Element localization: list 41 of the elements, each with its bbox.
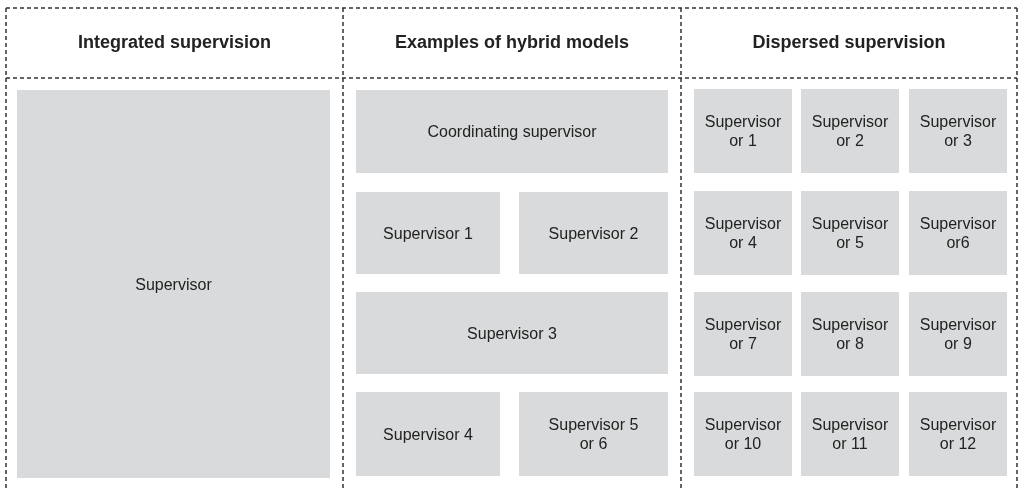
box-text: Supervisor: [135, 274, 212, 294]
supervisor-box: [17, 90, 330, 478]
box-text: Coordinating supervisor: [427, 122, 597, 141]
box-text: Supervisor or6: [918, 214, 998, 252]
box-text: Supervisor or 3: [918, 112, 998, 150]
box-text: Supervisor or 9: [918, 315, 998, 353]
box-text: Supervisor or 1: [703, 112, 783, 150]
box-text: Supervisor or 2: [810, 112, 890, 150]
box-text: Supervisor 5 or 6: [547, 415, 640, 453]
supervisor-box: [356, 90, 668, 173]
box-text: Supervisor or 4: [703, 214, 783, 252]
column-heading: Dispersed supervision: [752, 32, 946, 52]
supervisor-box: [801, 191, 899, 275]
supervisor-box: [909, 89, 1007, 173]
box-text: Supervisor or 11: [810, 415, 890, 453]
supervisor-box: [801, 292, 899, 376]
box-text: Supervisor 2: [548, 223, 639, 243]
supervisor-box: [909, 191, 1007, 275]
supervisor-box: [801, 89, 899, 173]
supervisor-box: [519, 392, 668, 476]
supervisor-box: [909, 392, 1007, 476]
box-text: Supervisor or 10: [703, 415, 783, 453]
supervisor-box: [356, 292, 668, 374]
box-text: Supervisor 3: [467, 323, 557, 343]
supervisor-box: [694, 292, 792, 376]
box-text: Supervisor or 5: [810, 214, 890, 252]
box-text: Supervisor or 8: [810, 315, 890, 353]
box-text: Supervisor or 7: [703, 315, 783, 353]
column-heading: Examples of hybrid models: [394, 32, 630, 52]
supervisor-box: [694, 89, 792, 173]
supervisor-box: [694, 191, 792, 275]
box-text: Supervisor 1: [383, 223, 473, 243]
box-text: Supervisor or 12: [918, 415, 998, 453]
supervisor-box: [909, 292, 1007, 376]
box-text: Supervisor 4: [383, 424, 473, 444]
supervisor-box: [801, 392, 899, 476]
supervisor-box: [694, 392, 792, 476]
supervisor-box: [519, 192, 668, 274]
supervisor-box: [356, 392, 500, 476]
supervisor-box: [356, 192, 500, 274]
column-heading: Integrated supervision: [77, 32, 271, 52]
